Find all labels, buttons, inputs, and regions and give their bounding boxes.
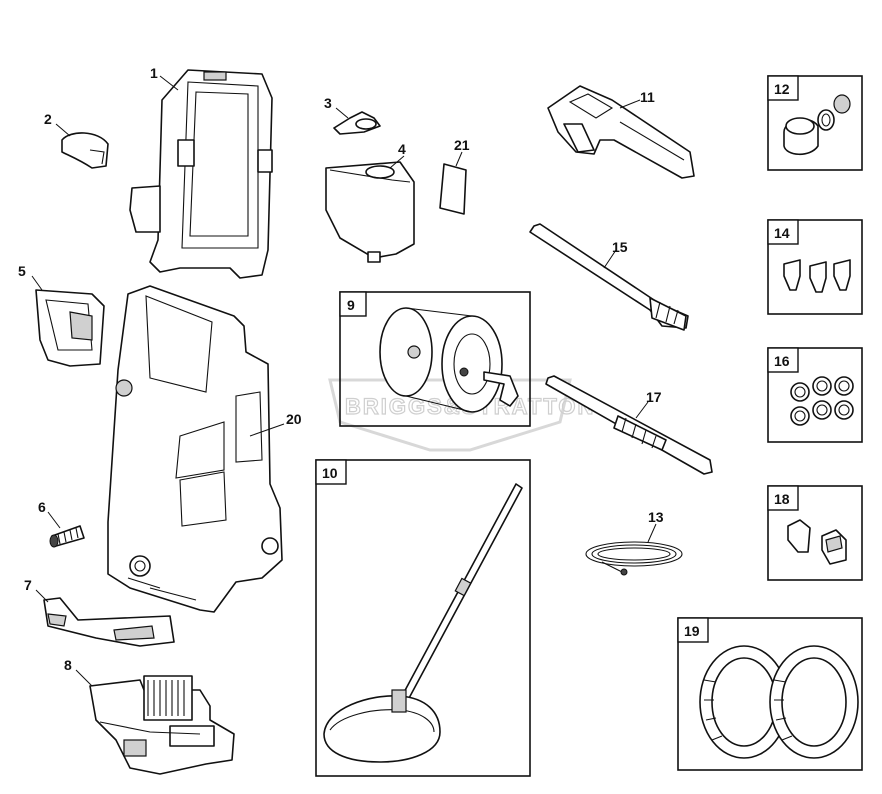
box-12-coupler[interactable]: 12 xyxy=(767,75,863,171)
svg-text:20: 20 xyxy=(286,411,302,427)
callout-11: 11 xyxy=(619,89,655,109)
part-17-wand[interactable] xyxy=(545,375,713,475)
callout-20: 20 xyxy=(249,411,302,437)
callout-1: 1 xyxy=(150,65,179,91)
svg-text:15: 15 xyxy=(612,239,628,255)
callout-4: 4 xyxy=(389,141,406,169)
svg-text:13: 13 xyxy=(648,509,664,525)
svg-text:7: 7 xyxy=(24,577,32,593)
svg-text:2: 2 xyxy=(44,111,52,127)
part-15-lance[interactable] xyxy=(529,223,689,331)
o-ring-set xyxy=(790,376,854,426)
svg-text:1: 1 xyxy=(150,65,158,81)
svg-text:21: 21 xyxy=(454,137,470,153)
part-20-body[interactable] xyxy=(107,285,283,613)
svg-text:5: 5 xyxy=(18,263,26,279)
callout-8: 8 xyxy=(64,657,93,687)
part-6-screw[interactable] xyxy=(49,525,85,548)
callout-14: 14 xyxy=(774,225,790,241)
callout-17: 17 xyxy=(635,389,662,419)
part-3-knob[interactable] xyxy=(333,111,381,135)
callout-21: 21 xyxy=(454,137,470,167)
callout-2: 2 xyxy=(44,111,71,137)
svg-text:8: 8 xyxy=(64,657,72,673)
callout-6: 6 xyxy=(38,499,61,529)
part-2-cap[interactable] xyxy=(61,132,109,169)
box-14-nozzles[interactable]: 14 xyxy=(767,219,863,315)
callout-19: 19 xyxy=(684,623,700,639)
part-8-pump[interactable] xyxy=(89,675,235,775)
box-9-hose-reel[interactable]: 9 xyxy=(339,291,531,427)
part-7-base[interactable] xyxy=(43,597,175,647)
callout-13: 13 xyxy=(647,509,664,543)
callout-18: 18 xyxy=(774,491,790,507)
box-16-o-rings[interactable]: 16 xyxy=(767,347,863,443)
part-21-label[interactable] xyxy=(439,163,467,215)
part-13-hose[interactable] xyxy=(585,541,683,576)
part-1-frame[interactable] xyxy=(129,69,273,279)
svg-text:3: 3 xyxy=(324,95,332,111)
part-5-panel[interactable] xyxy=(35,289,105,367)
part-4-tank[interactable] xyxy=(325,161,415,263)
callout-15: 15 xyxy=(603,239,628,269)
callout-5: 5 xyxy=(18,263,43,291)
svg-text:17: 17 xyxy=(646,389,662,405)
svg-text:4: 4 xyxy=(398,141,406,157)
callout-16: 16 xyxy=(774,353,790,369)
callout-7: 7 xyxy=(24,577,49,603)
callout-12: 12 xyxy=(774,81,790,97)
svg-text:11: 11 xyxy=(640,89,655,105)
callout-10: 10 xyxy=(322,465,338,481)
box-10-surface-cleaner[interactable]: 10 xyxy=(315,459,531,777)
box-19-wheels[interactable]: 19 xyxy=(677,617,863,771)
part-11-trigger-gun[interactable] xyxy=(547,85,695,179)
callout-3: 3 xyxy=(324,95,349,119)
box-18-clips[interactable]: 18 xyxy=(767,485,863,581)
callout-9: 9 xyxy=(347,297,355,313)
svg-text:6: 6 xyxy=(38,499,46,515)
